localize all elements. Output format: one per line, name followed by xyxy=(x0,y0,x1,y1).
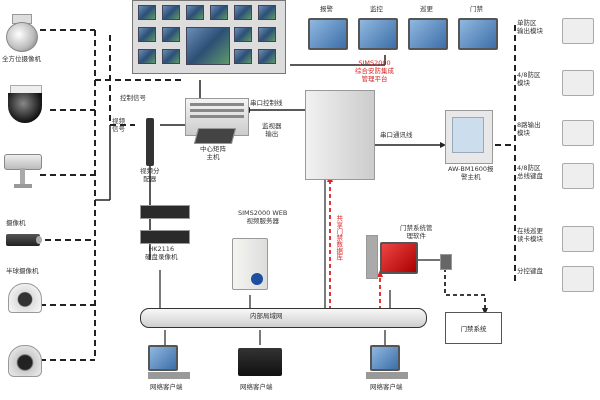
wall-monitor-icon xyxy=(234,27,252,42)
dome-camera-2-icon xyxy=(8,345,42,377)
subsystem-monitor-icon xyxy=(308,18,348,50)
right-module-connector xyxy=(515,173,517,174)
matrix-host-text: 中心矩阵 主机 xyxy=(200,145,226,161)
right-module-icon xyxy=(562,266,594,292)
right-module-connector xyxy=(515,130,517,131)
subsystem-monitor-label: 报警 xyxy=(320,5,333,13)
wall-monitor-icon xyxy=(234,49,252,64)
subsystem-monitor-icon xyxy=(358,18,398,50)
right-module-connector xyxy=(515,236,517,237)
right-module-label: 单防区 输出模块 xyxy=(517,19,543,35)
access-system-text: 门禁系统 xyxy=(460,325,487,333)
splitter-text: 视频分 配器 xyxy=(140,167,160,183)
access-reader-icon xyxy=(440,254,452,270)
dome-camera-label: 半球摄像机 xyxy=(6,267,39,275)
web-server-label: SIMS2000 WEB 视频服务器 xyxy=(238,209,288,226)
client-1-icon xyxy=(148,345,178,371)
right-module-icon xyxy=(562,226,594,252)
dvr-1-icon xyxy=(140,205,190,219)
dvr-label: HK2116 硬盘录像机 xyxy=(145,245,178,262)
bullet-camera-label: 摄像机 xyxy=(6,219,26,227)
access-software-text: 门禁系统管 理软件 xyxy=(400,224,433,240)
access-software-tower-icon xyxy=(366,235,378,279)
ptz-camera-icon xyxy=(4,14,38,52)
wall-monitor-icon xyxy=(162,27,180,42)
subsystem-monitor-label: 监控 xyxy=(370,5,383,13)
serial-control-label: 串口控制线 xyxy=(250,99,283,107)
video-signal-text: 视频 信号 xyxy=(112,117,125,133)
right-module-connector xyxy=(515,80,517,81)
right-module-label: 分控键盘 xyxy=(517,267,543,275)
platform-label: SIMS2000 综合安防集成 管理平台 xyxy=(355,59,394,83)
right-module-label: 4/8防区 模块 xyxy=(517,71,541,87)
monitor-output-label: 监视器 输出 xyxy=(262,122,282,139)
wall-monitor-icon xyxy=(234,5,252,20)
alarm-host-icon xyxy=(445,110,493,164)
client-3-icon xyxy=(370,345,400,371)
monitor-output-text: 监视器 输出 xyxy=(262,122,282,138)
lan-label: 内部局域网 xyxy=(250,312,283,320)
serial-comm-label: 串口通讯线 xyxy=(380,131,413,139)
right-module-icon xyxy=(562,163,594,189)
client-1-keyboard xyxy=(148,372,190,379)
control-signal-label: 控制信号 xyxy=(120,94,146,102)
right-module-label: 4/8防区 总线键盘 xyxy=(517,164,543,180)
wall-monitor-icon xyxy=(138,5,156,20)
wall-monitor-icon xyxy=(210,5,228,20)
right-module-connector xyxy=(515,276,517,277)
wall-monitor-icon xyxy=(258,49,276,64)
client-3-label: 网络客户端 xyxy=(370,383,403,391)
dvr-2-icon xyxy=(140,230,190,244)
wall-monitor-icon xyxy=(162,49,180,64)
wall-monitor-icon xyxy=(138,49,156,64)
right-module-label: 在线巡更 读卡模块 xyxy=(517,227,543,243)
wall-monitor-icon xyxy=(138,27,156,42)
matrix-keyboard-icon xyxy=(193,128,237,144)
right-module-icon xyxy=(562,18,594,44)
wall-monitor-icon xyxy=(258,27,276,42)
shared-db-text: 共享门禁数据库 xyxy=(334,215,343,261)
right-module-icon xyxy=(562,120,594,146)
platform-server-icon xyxy=(305,90,375,180)
right-module-connector xyxy=(515,28,517,29)
wall-main-monitor-icon xyxy=(186,27,230,65)
outdoor-camera-icon xyxy=(4,150,44,190)
alarm-host-label: AW-BM1600报 警主机 xyxy=(448,165,494,182)
web-server-text: SIMS2000 WEB 视频服务器 xyxy=(238,209,288,225)
splitter-label: 视频分 配器 xyxy=(140,167,160,184)
right-module-label: 8路输出 模块 xyxy=(517,121,541,137)
video-splitter-icon xyxy=(146,118,154,166)
wall-monitor-icon xyxy=(258,5,276,20)
client-3-keyboard xyxy=(366,372,408,379)
subsystem-monitor-icon xyxy=(408,18,448,50)
access-software-monitor-icon xyxy=(380,242,418,274)
wall-monitor-icon xyxy=(162,5,180,20)
alarm-host-text: AW-BM1600报 警主机 xyxy=(448,165,494,181)
dvr-text: HK2116 硬盘录像机 xyxy=(145,245,178,261)
bullet-camera-icon xyxy=(6,231,46,251)
client-2-label: 网络客户端 xyxy=(240,383,273,391)
lan-pipe xyxy=(140,308,427,328)
client-1-label: 网络客户端 xyxy=(150,383,183,391)
access-software-label: 门禁系统管 理软件 xyxy=(400,224,433,241)
web-server-icon xyxy=(232,238,268,290)
video-signal-label: 视频 信号 xyxy=(112,117,125,134)
shared-db-label: 共享门禁数据库 xyxy=(334,215,343,261)
client-2-icon xyxy=(238,348,282,376)
wall-monitor-icon xyxy=(186,5,204,20)
subsystem-monitor-icon xyxy=(458,18,498,50)
ptz-camera-label: 全方位摄像机 xyxy=(2,55,41,63)
matrix-host-label: 中心矩阵 主机 xyxy=(200,145,226,162)
speed-dome-icon xyxy=(4,85,48,125)
access-system-box: 门禁系统 xyxy=(445,312,502,344)
right-module-icon xyxy=(562,70,594,96)
subsystem-monitor-label: 门禁 xyxy=(470,5,483,13)
subsystem-monitor-label: 巡更 xyxy=(420,5,433,13)
dome-camera-icon xyxy=(8,283,42,313)
platform-text: SIMS2000 综合安防集成 管理平台 xyxy=(355,59,394,83)
